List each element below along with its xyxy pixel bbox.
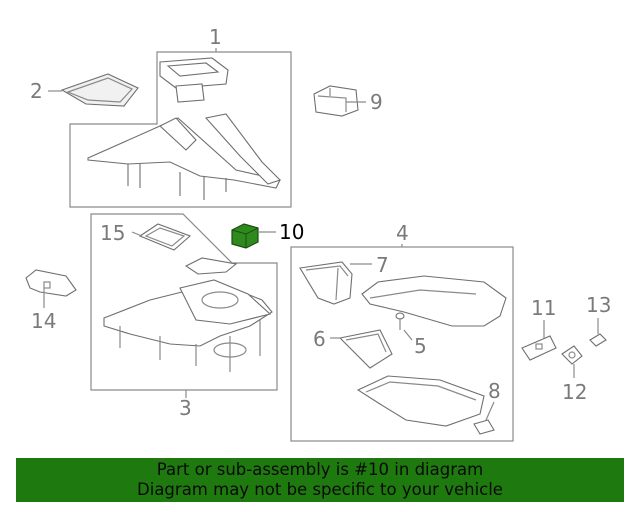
callout-6: 6 xyxy=(313,327,326,351)
part-15-drawing xyxy=(138,223,192,251)
part-3-drawing xyxy=(103,257,273,372)
banner-line-2: Diagram may not be specific to your vehi… xyxy=(137,480,503,499)
leader-lines xyxy=(43,48,599,421)
callout-4: 4 xyxy=(396,221,409,245)
callout-13: 13 xyxy=(586,293,611,317)
part-5-drawing xyxy=(395,312,405,330)
part-2-drawing xyxy=(60,73,139,107)
part-4-drawing xyxy=(361,275,507,327)
info-banner: Part or sub-assembly is #10 in diagram D… xyxy=(16,458,624,502)
part-4-tray-drawing xyxy=(356,375,485,427)
callout-1: 1 xyxy=(209,25,222,49)
part-14-drawing xyxy=(25,269,77,297)
banner-line-1: Part or sub-assembly is #10 in diagram xyxy=(156,460,484,479)
part-9-drawing xyxy=(313,85,359,117)
part-6-drawing xyxy=(338,329,393,369)
group-box-1 xyxy=(69,51,292,208)
part-7-drawing xyxy=(299,261,353,305)
part-8-drawing xyxy=(473,419,495,435)
part-1-drawing xyxy=(87,57,282,200)
callout-5: 5 xyxy=(414,334,427,358)
group-box-3 xyxy=(90,213,278,391)
callout-15: 15 xyxy=(100,221,125,245)
part-10-drawing xyxy=(231,223,259,249)
part-12-drawing xyxy=(561,345,583,365)
callout-12: 12 xyxy=(562,380,587,404)
callout-3: 3 xyxy=(179,396,192,420)
callout-8: 8 xyxy=(488,379,501,403)
part-11-drawing xyxy=(521,335,557,361)
callout-14: 14 xyxy=(31,309,56,333)
part-13-drawing xyxy=(589,333,607,347)
callout-11: 11 xyxy=(531,296,556,320)
callout-7: 7 xyxy=(376,253,389,277)
callout-10: 10 xyxy=(279,220,304,244)
callout-2: 2 xyxy=(30,79,43,103)
callout-9: 9 xyxy=(370,90,383,114)
